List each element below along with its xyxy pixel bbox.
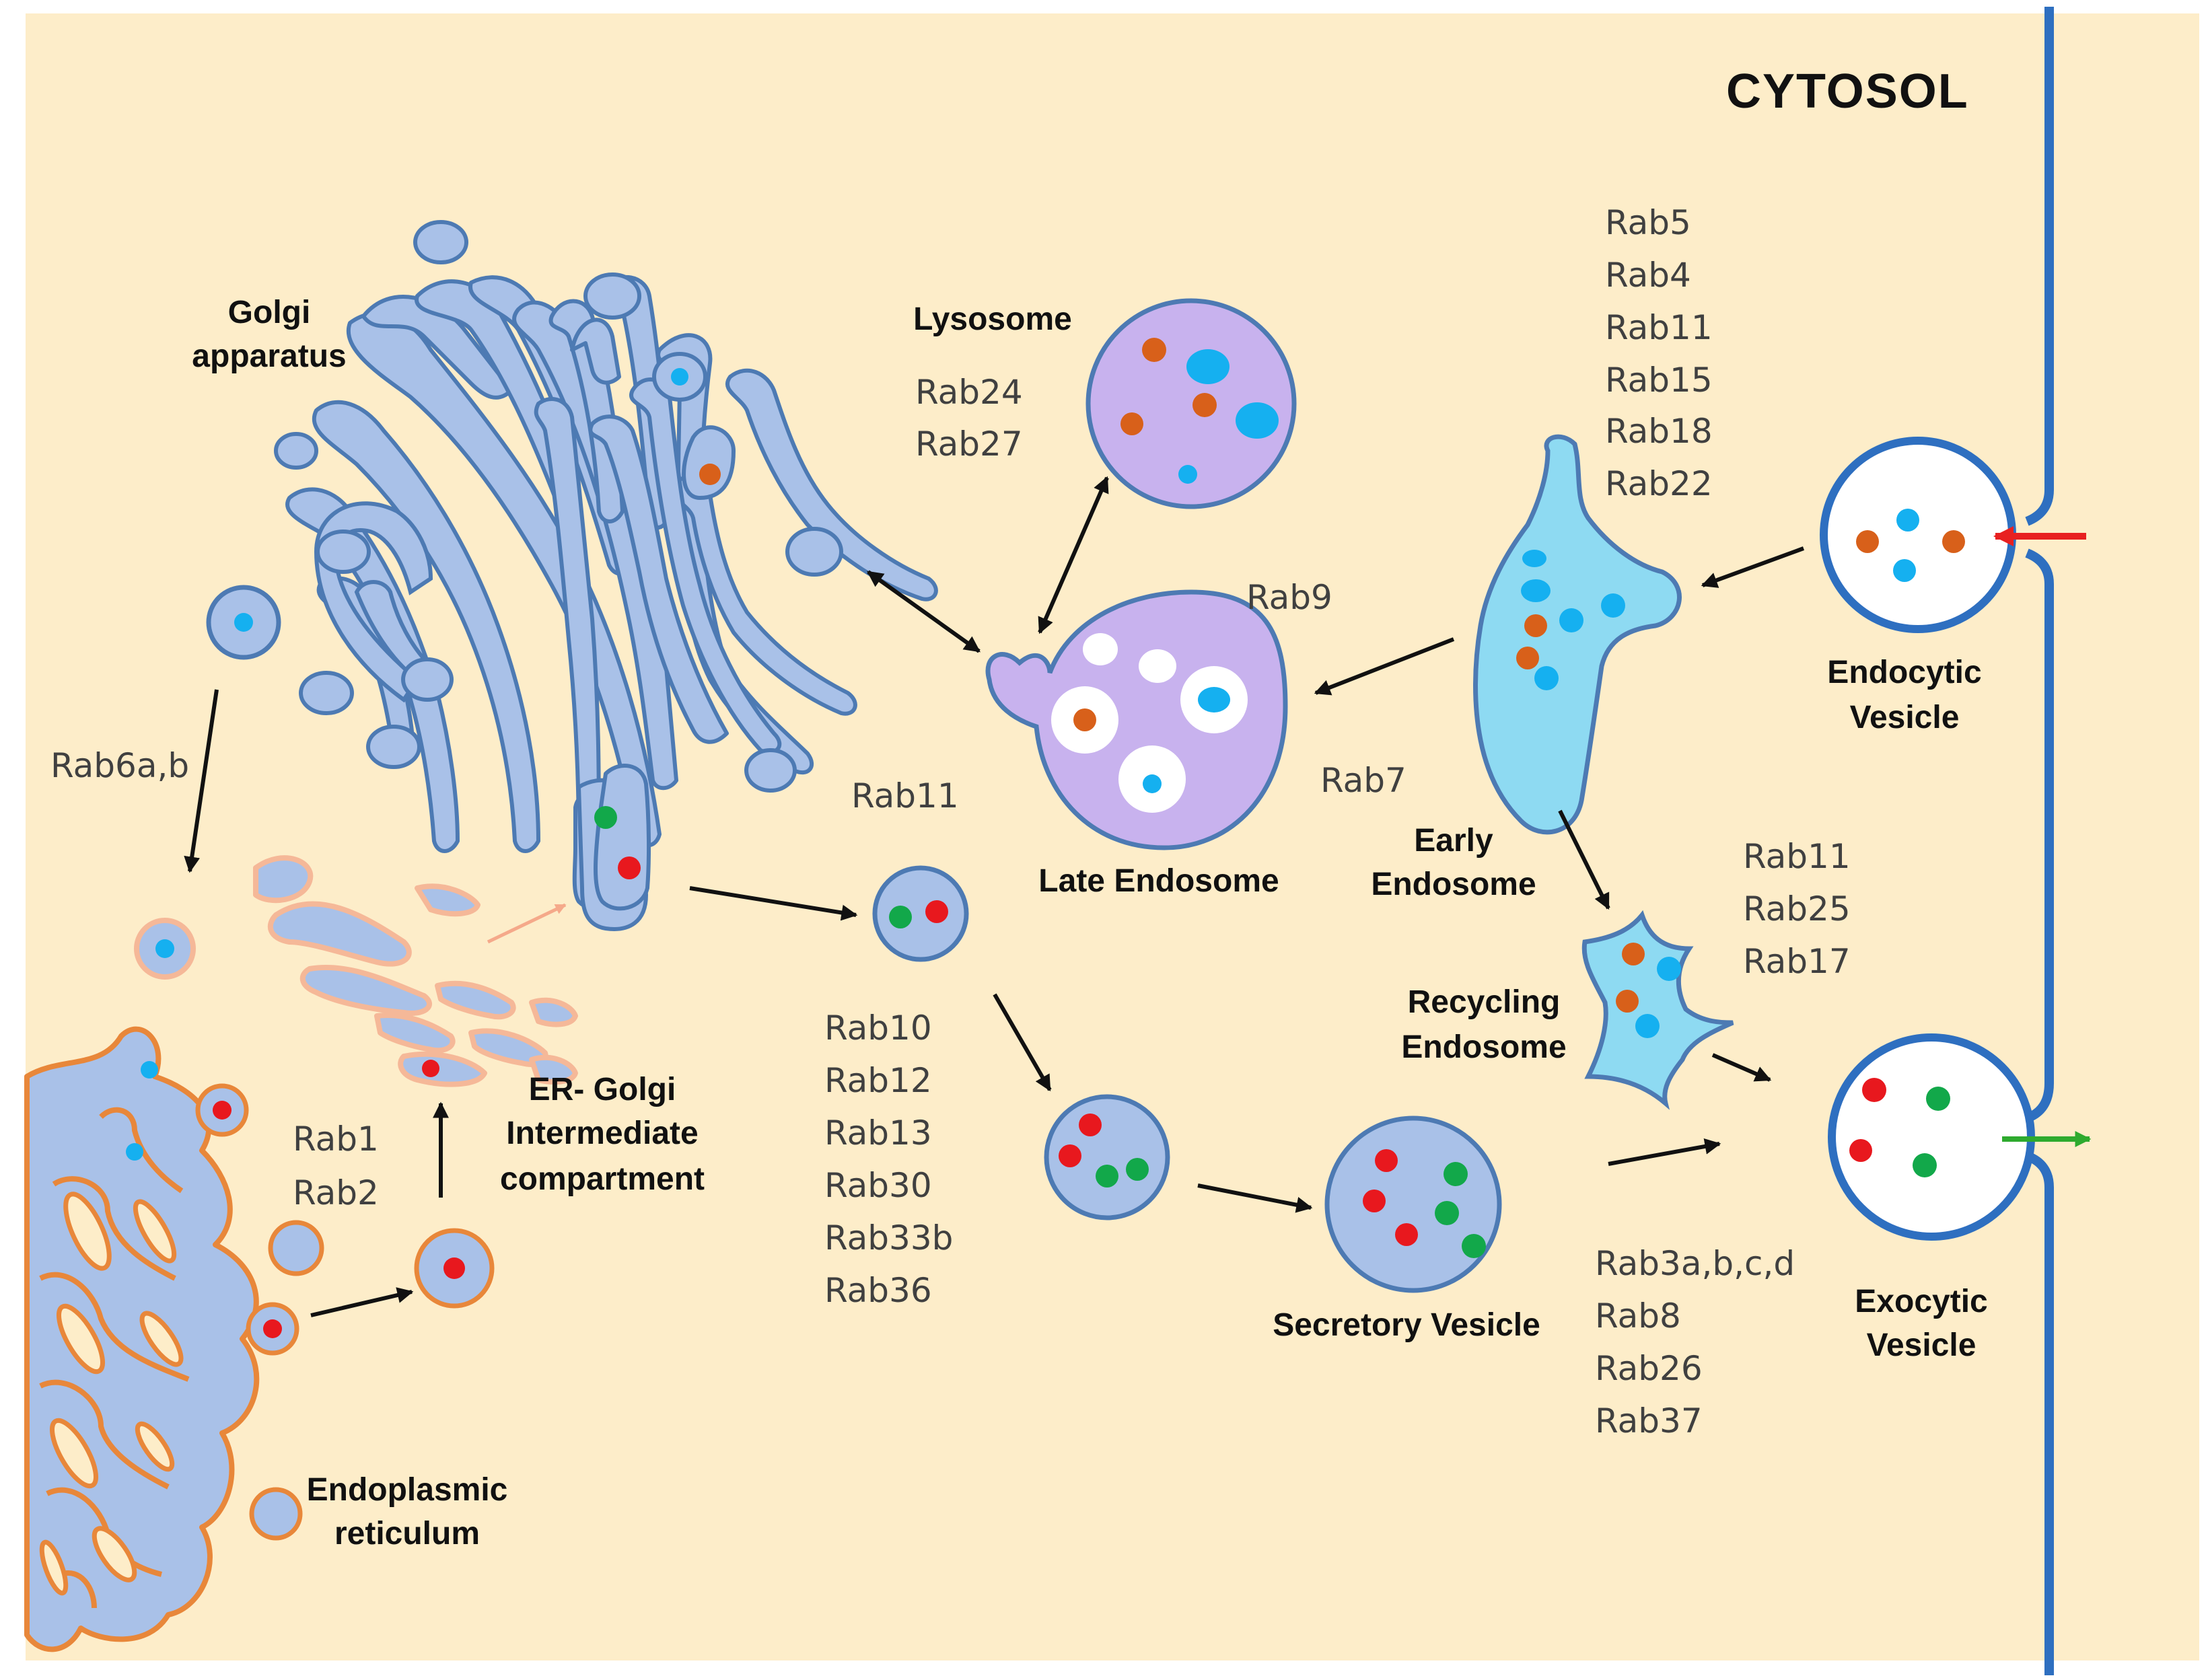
rab-recycling-2: Rab17 <box>1743 942 1851 981</box>
rab-exocytic-2: Rab26 <box>1595 1349 1703 1388</box>
golgi-swirl <box>314 501 434 703</box>
endoplasmic-reticulum <box>24 1026 260 1652</box>
early-endosome <box>1473 434 1682 835</box>
rab6ab: Rab6a,b <box>50 746 189 785</box>
organelle-labels: Golgi apparatus Lysosome Late Endosome E… <box>192 295 1987 1551</box>
label-er-0: Endoplasmic <box>307 1472 508 1508</box>
label-ergic-1: Intermediate <box>506 1116 698 1151</box>
rab-early-2: Rab11 <box>1605 308 1713 347</box>
label-ergic-2: compartment <box>500 1161 705 1197</box>
rab-exocytic-3: Rab37 <box>1595 1401 1703 1440</box>
rab-early-1: Rab4 <box>1605 256 1691 295</box>
rab-early-0: Rab5 <box>1605 203 1691 242</box>
label-early-endosome-1: Endosome <box>1371 867 1536 902</box>
label-golgi-1: apparatus <box>192 338 346 374</box>
er-cargo <box>126 1061 465 1338</box>
golgi-apparatus <box>285 275 938 931</box>
label-recycling-0: Recycling <box>1408 984 1561 1020</box>
label-endocytic-1: Vesicle <box>1850 700 1960 735</box>
rab-early-5: Rab22 <box>1605 464 1713 503</box>
rab-exocytic-1: Rab8 <box>1595 1296 1681 1336</box>
rab-secretory-3: Rab30 <box>824 1166 932 1205</box>
rab9: Rab9 <box>1246 578 1332 617</box>
rab-early-3: Rab15 <box>1605 361 1713 400</box>
label-lysosome: Lysosome <box>913 301 1072 337</box>
endocytic-vesicle <box>1820 437 2016 633</box>
ergic-to-golgi-arrow <box>487 903 567 944</box>
ergic-compartment <box>134 855 578 1087</box>
rab-recycling-1: Rab25 <box>1743 889 1851 928</box>
rab-secretory-1: Rab12 <box>824 1061 932 1100</box>
label-ergic-0: ER- Golgi <box>529 1072 676 1107</box>
golgi-cisterna-orange <box>682 425 736 501</box>
golgi-vesicles <box>274 220 843 793</box>
exocytic-vesicle <box>1828 1033 2035 1241</box>
recycling-endosome <box>1581 910 1734 1110</box>
rab11-golgi: Rab11 <box>851 776 959 815</box>
late-endosome <box>985 589 1288 850</box>
pathway-arrows <box>184 476 1805 1317</box>
label-exocytic-0: Exocytic <box>1855 1284 1987 1319</box>
rab7: Rab7 <box>1320 761 1406 800</box>
label-secretory-vesicle: Secretory Vesicle <box>1273 1307 1540 1343</box>
label-exocytic-1: Vesicle <box>1867 1327 1976 1363</box>
label-er-1: reticulum <box>334 1516 480 1551</box>
label-recycling-1: Endosome <box>1401 1029 1566 1065</box>
transport-vesicle <box>872 865 969 962</box>
rab-exocytic-0: Rab3a,b,c,d <box>1595 1244 1795 1283</box>
label-early-endosome-0: Early <box>1414 823 1493 859</box>
secretory-vesicle <box>1324 1116 1502 1293</box>
label-golgi-0: Golgi <box>228 295 311 330</box>
immature-secretory-vesicle <box>1044 1094 1170 1220</box>
label-late-endosome: Late Endosome <box>1038 863 1279 899</box>
label-endocytic-0: Endocytic <box>1827 655 1981 690</box>
rab-er-golgi-1: Rab2 <box>293 1173 379 1212</box>
rab-secretory-4: Rab33b <box>824 1218 953 1257</box>
rab-er-golgi-0: Rab1 <box>293 1120 379 1159</box>
rab-secretory-2: Rab13 <box>824 1113 932 1153</box>
lysosome <box>1085 298 1297 509</box>
rab-lysosome-0: Rab24 <box>915 373 1023 412</box>
rab-early-4: Rab18 <box>1605 412 1713 451</box>
rab-labels: Rab24 Rab27 Rab5 Rab4 Rab11 Rab15 Rab18 … <box>50 203 1851 1440</box>
rab-secretory-0: Rab10 <box>824 1009 932 1048</box>
rab-lysosome-1: Rab27 <box>915 425 1023 464</box>
rab-secretory-5: Rab36 <box>824 1271 932 1310</box>
cytosol-title: CYTOSOL <box>1726 65 1969 118</box>
rab-recycling-0: Rab11 <box>1743 837 1851 876</box>
golgi-retro-vesicle <box>206 585 281 660</box>
